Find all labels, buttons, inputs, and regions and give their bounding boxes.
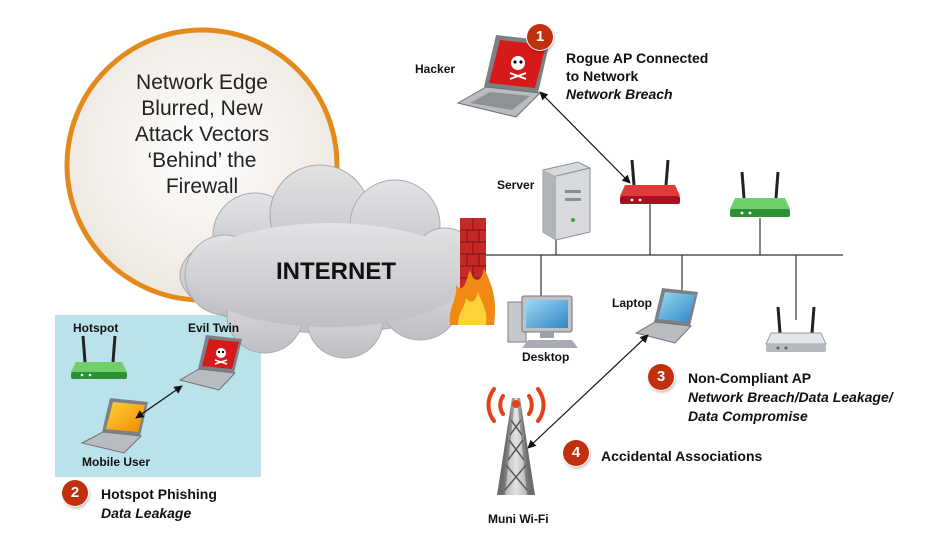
firewall-icon (449, 218, 496, 325)
mobile-to-evil-twin-arrow (135, 385, 183, 419)
callout-4-badge: 4 (563, 440, 589, 466)
callout-3-subtitle-line2: Data Compromise (688, 408, 808, 424)
bubble-line: Attack Vectors (134, 123, 270, 146)
callout-3-subtitle: Network Breach/Data Leakage/ (688, 389, 893, 405)
callout-4-title: Accidental Associations (601, 448, 763, 464)
callout-2-badge: 2 (62, 480, 88, 506)
callout-1-title: Rogue AP Connected (566, 50, 709, 66)
mobile-user-label: Mobile User (82, 455, 151, 469)
rogue-ap-router-icon (620, 159, 680, 204)
desktop-icon (507, 295, 578, 348)
server-label: Server (497, 178, 535, 192)
internet-label: INTERNET (276, 258, 396, 285)
muni-wifi-tower-icon (486, 387, 546, 495)
hacker-to-rogue-ap-arrow (539, 91, 631, 184)
hotspot-label: Hotspot (73, 321, 119, 335)
evil-twin-laptop-icon (178, 335, 242, 391)
tower-to-laptop-arrow (527, 334, 649, 449)
bubble-line: Network Edge (136, 71, 268, 94)
laptop-label: Laptop (612, 296, 652, 310)
callout-2-title: Hotspot Phishing (101, 486, 217, 502)
bubble-line: Blurred, New (141, 97, 263, 120)
hacker-label: Hacker (415, 62, 456, 76)
bubble-line: ‘Behind’ the (147, 149, 257, 172)
evil-twin-label: Evil Twin (188, 321, 240, 335)
non-compliant-ap-router-icon (765, 306, 827, 352)
callout-3-title: Non-Compliant AP (688, 370, 812, 386)
muni-wifi-label: Muni Wi-Fi (488, 512, 549, 526)
hotspot-router-icon (71, 335, 127, 379)
lan-bus (476, 203, 843, 320)
green-ap-router-icon (730, 171, 790, 217)
callout-1-subtitle: Network Breach (566, 86, 673, 102)
callout-1-title-line2: to Network (566, 68, 639, 84)
callout-3-badge: 3 (648, 364, 674, 390)
server-icon (542, 161, 591, 241)
hacker-laptop-icon (456, 35, 550, 118)
bubble-text: Network Edge Blurred, New Attack Vectors… (102, 70, 302, 200)
desktop-label: Desktop (522, 350, 570, 364)
laptop-icon (634, 288, 698, 344)
callout-1-badge: 1 (527, 24, 553, 50)
connection-arrows (135, 91, 649, 449)
callout-2-subtitle: Data Leakage (101, 505, 192, 521)
bubble-line: Firewall (165, 175, 239, 198)
